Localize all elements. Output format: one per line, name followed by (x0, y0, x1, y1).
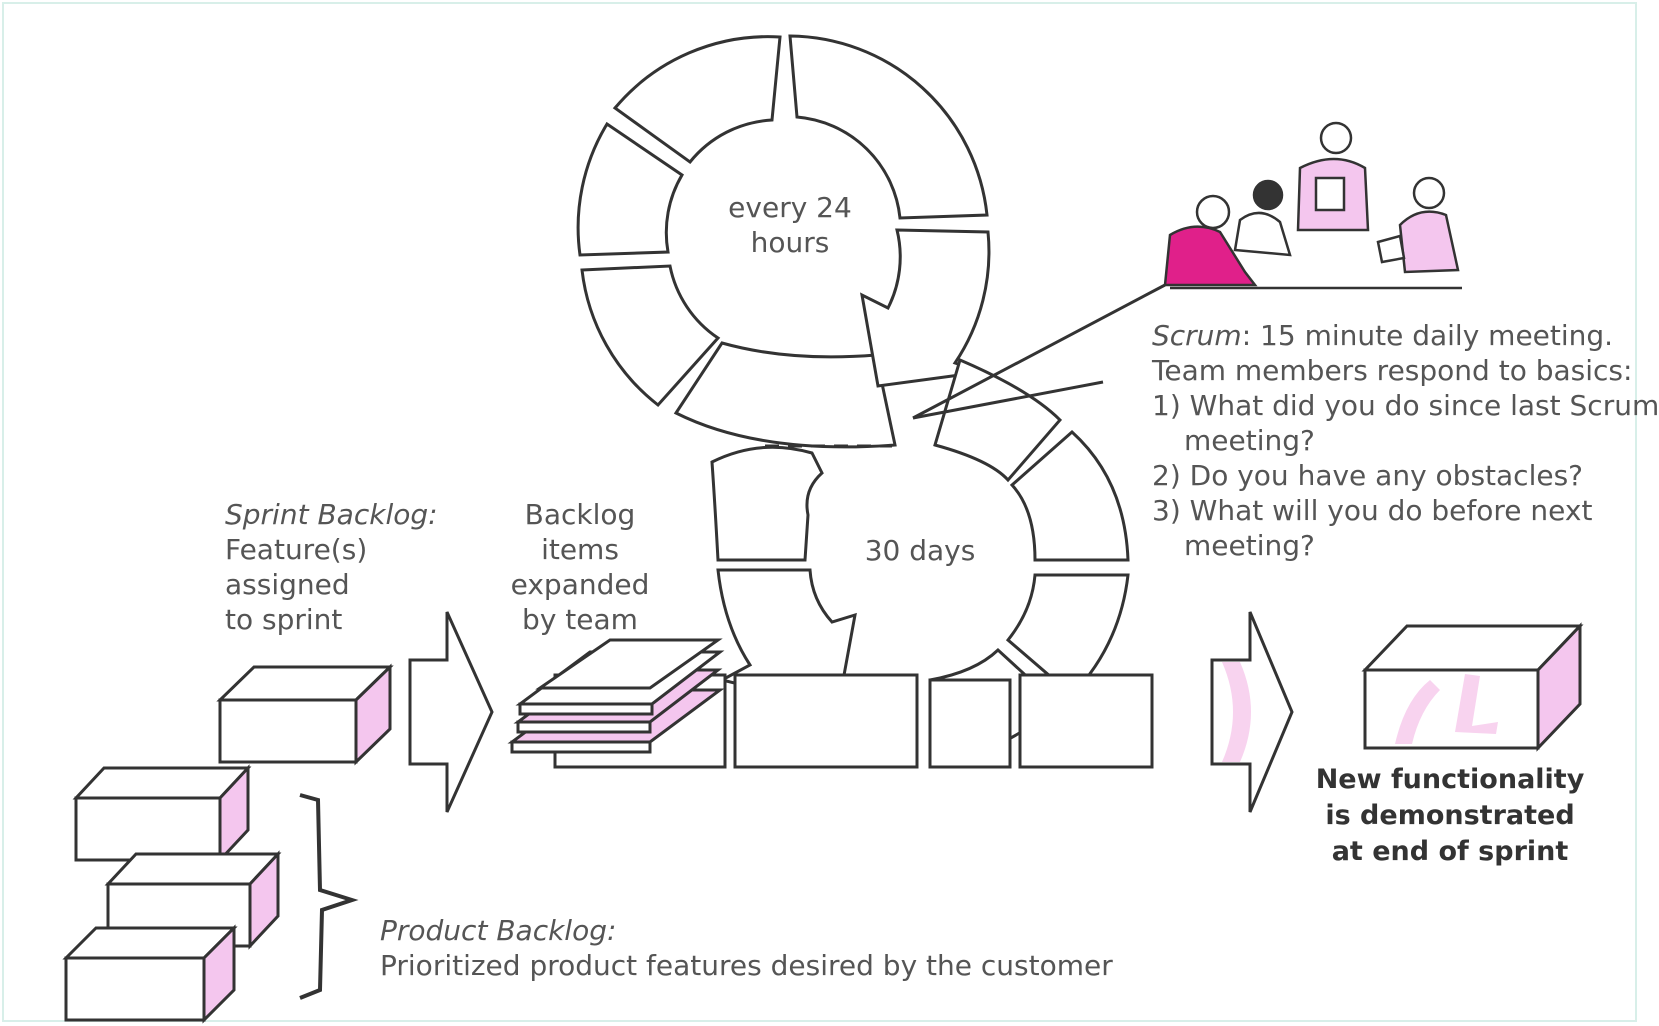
team-meeting-illustration (1163, 121, 1462, 290)
result-line: is demonstrated (1325, 800, 1575, 831)
daily-cycle-label-line2: hours (750, 226, 830, 259)
sprint-to-team-arrow (408, 611, 494, 813)
daily-cycle-ring (576, 34, 991, 449)
product-backlog-brace (299, 793, 359, 1000)
scrum-callout (912, 283, 1166, 420)
product-backlog-box (72, 764, 252, 864)
backlog-items-line: expanded (510, 568, 650, 601)
scrum-note-line1-rest: : 15 minute daily meeting. (1241, 319, 1614, 352)
product-backlog-boxes (62, 764, 282, 1024)
timeline-block (733, 673, 919, 769)
backlog-items-line: by team (522, 603, 638, 636)
to-result-arrow (1210, 611, 1294, 813)
result-box (1361, 622, 1584, 752)
sprint-ring-segment (710, 445, 824, 562)
scrum-term: Scrum (1152, 319, 1242, 352)
sprint-backlog-title: Sprint Backlog: (225, 498, 438, 531)
daily-ring-segment (673, 341, 897, 449)
daily-ring-segment (612, 35, 782, 165)
timeline-block-partial (928, 678, 1012, 769)
sprint-backlog-label: Sprint Backlog: Feature(s) assigned to s… (225, 497, 438, 637)
scrum-question-3-cont: meeting? (1184, 529, 1315, 562)
result-label: New functionality is demonstrated at end… (1300, 762, 1600, 870)
scrum-note: Scrum: 15 minute daily meeting. Team mem… (1152, 318, 1659, 563)
backlog-items-line: items (541, 533, 619, 566)
scrum-note-line2: Team members respond to basics: (1152, 354, 1633, 387)
scrum-question-3: 3) What will you do before next (1152, 494, 1593, 527)
scrum-question-1-cont: meeting? (1184, 424, 1315, 457)
scrum-note-line1: Scrum: 15 minute daily meeting. (1152, 318, 1659, 353)
daily-return-arrow (860, 228, 991, 388)
daily-cycle-label-line1: every 24 (728, 191, 852, 224)
sprint-backlog-line: assigned (225, 568, 350, 601)
diagram-frame (2, 2, 1637, 1022)
sprint-backlog-line: to sprint (225, 603, 343, 636)
sprint-cycle-label: 30 days (864, 534, 976, 567)
product-backlog-description: Prioritized product features desired by … (380, 949, 1113, 982)
daily-ring-segment (576, 121, 685, 257)
sprint-backlog-box (216, 663, 394, 766)
sprint-ring-segment (1009, 429, 1130, 562)
sprint-backlog-line: Feature(s) (225, 533, 368, 566)
backlog-items-line: Backlog (524, 498, 636, 531)
product-backlog-title: Product Backlog: (380, 914, 617, 947)
to-result-arrow-tint (1222, 662, 1251, 762)
product-backlog-box (62, 924, 238, 1024)
scrum-question-1: 1) What did you do since last Scrum (1152, 389, 1659, 422)
scrum-question-2: 2) Do you have any obstacles? (1152, 459, 1584, 492)
result-line: New functionality (1315, 764, 1585, 795)
timeline-block (1018, 673, 1154, 769)
expanded-backlog-stack (507, 638, 725, 754)
daily-ring-segment (788, 34, 989, 220)
backlog-items-label: Backlog items expanded by team (500, 497, 660, 637)
result-line: at end of sprint (1331, 836, 1569, 867)
daily-cycle-label: every 24 hours (720, 190, 860, 260)
product-backlog-label: Product Backlog: Prioritized product fea… (380, 913, 1113, 983)
daily-ring-segment (580, 264, 721, 408)
